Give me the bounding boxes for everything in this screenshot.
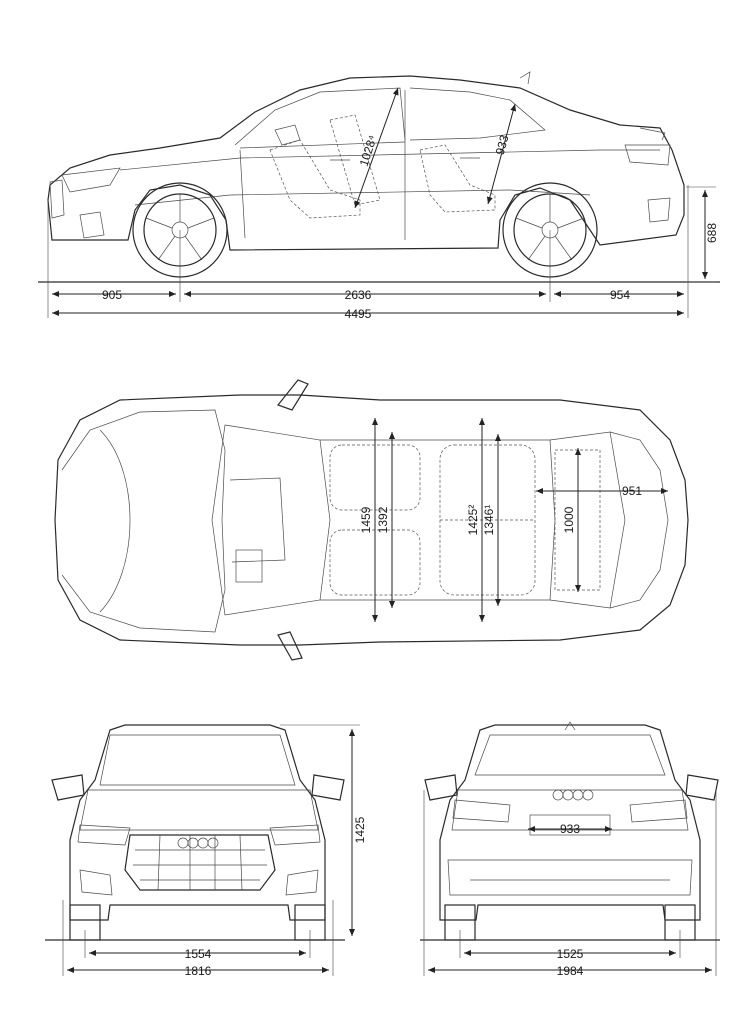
trunk-opening-width-label: 933 (560, 822, 580, 836)
rear-track-label: 1525 (557, 947, 584, 961)
side-view-car (38, 71, 720, 283)
front-view-dimensions (62, 724, 360, 976)
trunk-width-label: 1000 (562, 506, 576, 533)
side-view-dimensions (47, 87, 716, 318)
front-view-car (45, 724, 345, 941)
length-label: 4495 (345, 307, 372, 321)
rear-overhang-label: 954 (610, 288, 630, 302)
top-view-dimensions (372, 418, 668, 622)
rear-height-label: 688 (705, 223, 719, 243)
front-track-label: 1554 (185, 947, 212, 961)
vehicle-width-label: 1816 (185, 964, 212, 978)
rear-headroom-label: 933 (493, 133, 512, 156)
front-overhang-label: 905 (102, 288, 122, 302)
wheelbase-label: 2636 (345, 288, 372, 302)
front-elbow-width-label: 1392 (376, 506, 390, 533)
front-shoulder-width-label: 1459 (359, 506, 373, 533)
trunk-length-label: 951 (622, 484, 642, 498)
vehicle-height-label: 1425 (353, 816, 367, 843)
rear-shoulder-width-label: 1425² (466, 505, 480, 536)
front-headroom-label: 1028⁴ (357, 133, 380, 168)
rear-view-dimensions (423, 790, 717, 976)
width-with-mirrors-label: 1984 (557, 964, 584, 978)
rear-elbow-width-label: 1346¹ (482, 505, 496, 536)
top-view-car (54, 379, 689, 661)
